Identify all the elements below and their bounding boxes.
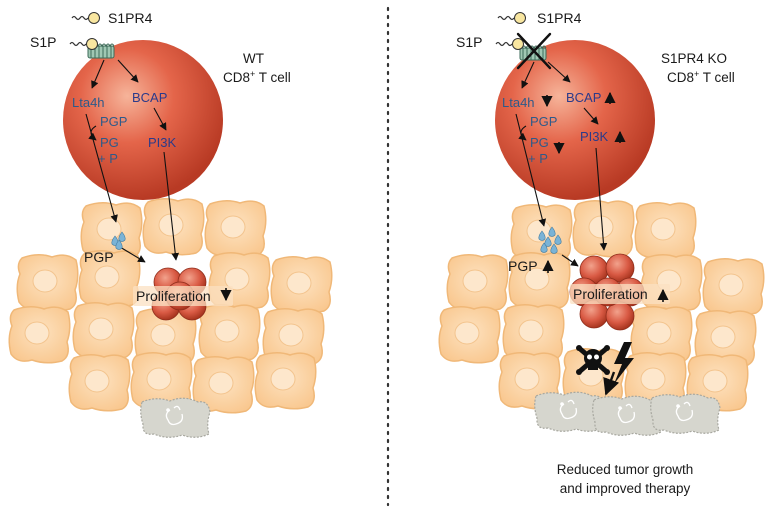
pg-label-right: PG: [530, 135, 549, 150]
dead-tumor-cell: [140, 397, 211, 438]
plus-p-label-left: + P: [98, 151, 118, 166]
s1p-ligand-right: [495, 37, 525, 51]
tcell-right: [495, 40, 655, 200]
bcap-label-right: BCAP: [566, 90, 601, 105]
pgp-outside-label-left: PGP: [84, 249, 114, 265]
plus-p-label-right: + P: [528, 151, 548, 166]
right-panel: S1P S1PR4 S1PR4 KO CD8+ T cell Lta4h BCA…: [438, 10, 765, 496]
left-panel: S1P S1PR4 WT CD8+ T cell Lta4h BCAP PGP …: [8, 10, 333, 438]
s1pr4-ligand-left: [71, 11, 101, 25]
tcell-left: [63, 40, 223, 200]
pgp-outside-label-right: PGP: [508, 258, 538, 274]
s1pr4-label-left: S1PR4: [108, 10, 153, 26]
outcome-line2: and improved therapy: [560, 481, 691, 496]
s1p-ligand-left: [69, 37, 99, 51]
lta4h-label-left: Lta4h: [72, 95, 105, 110]
kill-arrow-icon: [603, 371, 620, 396]
dead-tumor-cell: [650, 393, 721, 434]
pathway-arrows-right: [515, 61, 608, 267]
pi3k-label-left: PI3K: [148, 135, 177, 150]
skull-crossbones-icon: [576, 345, 610, 375]
s1p-label-left: S1P: [30, 34, 56, 50]
cell-type-line1-left: WT: [243, 51, 264, 66]
proliferation-label-left: Proliferation: [136, 288, 211, 304]
bcap-label-left: BCAP: [132, 90, 167, 105]
proliferation-box-right: [570, 284, 670, 304]
cell-type-line2-right: CD8+ T cell: [667, 69, 735, 85]
pgp-inside-label-right: PGP: [530, 114, 557, 129]
s1pr4-ligand-right: [497, 11, 527, 25]
pgp-inside-label-left: PGP: [100, 114, 127, 129]
proliferation-box-left: [133, 286, 233, 306]
pg-label-left: PG: [100, 135, 119, 150]
cell-type-line2-left: CD8+ T cell: [223, 69, 291, 85]
outcome-line1: Reduced tumor growth: [557, 462, 694, 477]
s1pr4-label-right: S1PR4: [537, 10, 582, 26]
lightning-icon: [614, 342, 634, 384]
knockout-cross-icon: [516, 32, 552, 70]
cell-type-line1-right: S1PR4 KO: [661, 51, 727, 66]
s1p-label-right: S1P: [456, 34, 482, 50]
lta4h-label-right: Lta4h: [502, 95, 535, 110]
pi3k-label-right: PI3K: [580, 129, 609, 144]
pathway-arrows-left: [85, 59, 180, 263]
proliferation-label-right: Proliferation: [573, 286, 648, 302]
